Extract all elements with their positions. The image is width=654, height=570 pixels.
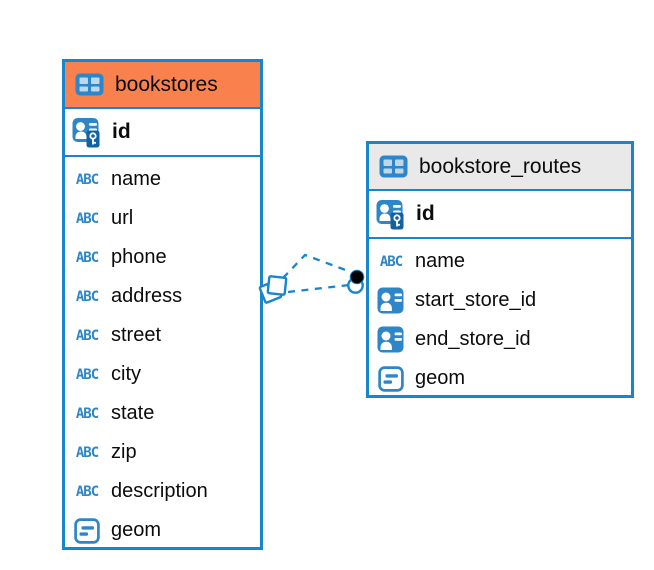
column-name: street	[111, 324, 162, 346]
column-name: end_store_id	[415, 328, 531, 350]
entity-table-bookstores[interactable]: bookstores id ABC	[62, 59, 263, 550]
table-icon	[377, 155, 409, 178]
column-name: geom	[415, 367, 466, 389]
column-row[interactable]: start_store_id	[369, 281, 631, 320]
column-row[interactable]: ABC state	[65, 394, 260, 433]
relation-dot-marker[interactable]	[347, 269, 365, 294]
column-name: name	[111, 168, 162, 190]
column-name: start_store_id	[415, 289, 537, 311]
table-header-bookstore-routes[interactable]: bookstore_routes	[369, 144, 631, 191]
column-name: geom	[111, 519, 162, 541]
text-column-icon: ABC	[75, 210, 99, 227]
column-name: zip	[111, 441, 137, 463]
column-row-pk[interactable]: id	[369, 191, 631, 239]
relation-line-straight[interactable]	[287, 283, 350, 294]
reference-column-icon	[375, 287, 407, 315]
column-row[interactable]: ABC address	[65, 277, 260, 316]
primary-key-icon	[71, 117, 103, 148]
column-name: id	[112, 120, 131, 143]
column-name: id	[416, 202, 435, 225]
text-column-icon: ABC	[75, 366, 99, 383]
column-name: state	[111, 402, 155, 424]
relation-line-bent[interactable]	[282, 253, 352, 279]
column-name: phone	[111, 246, 167, 268]
column-row[interactable]: ABC phone	[65, 238, 260, 277]
column-row[interactable]: end_store_id	[369, 320, 631, 359]
table-title: bookstores	[115, 72, 218, 96]
text-column-icon: ABC	[75, 249, 99, 266]
column-row[interactable]: ABC zip	[65, 433, 260, 472]
geometry-column-icon	[375, 365, 407, 392]
column-row[interactable]: geom	[65, 511, 260, 550]
column-row-pk[interactable]: id	[65, 109, 260, 157]
reference-column-icon	[375, 326, 407, 354]
table-icon	[73, 73, 105, 96]
geometry-column-icon	[71, 517, 103, 544]
text-column-icon: ABC	[75, 405, 99, 422]
column-row[interactable]: ABC name	[369, 242, 631, 281]
text-column-icon: ABC	[75, 444, 99, 461]
text-column-icon: ABC	[75, 288, 99, 305]
column-name: address	[111, 285, 183, 307]
column-row[interactable]: ABC street	[65, 316, 260, 355]
entity-table-bookstore-routes[interactable]: bookstore_routes id ABC	[366, 141, 634, 398]
column-row[interactable]: ABC city	[65, 355, 260, 394]
column-row[interactable]: ABC name	[65, 160, 260, 199]
column-list: ABC name start_store_id	[369, 239, 631, 398]
column-name: name	[415, 250, 466, 272]
text-column-icon: ABC	[75, 171, 99, 188]
text-column-icon: ABC	[75, 327, 99, 344]
column-name: description	[111, 480, 208, 502]
column-row[interactable]: ABC url	[65, 199, 260, 238]
column-name: url	[111, 207, 134, 229]
table-title: bookstore_routes	[419, 154, 582, 178]
column-name: city	[111, 363, 141, 385]
column-list: ABC name ABC url ABC phone ABC address A…	[65, 157, 260, 550]
table-header-bookstores[interactable]: bookstores	[65, 62, 260, 109]
text-column-icon: ABC	[379, 253, 403, 270]
column-row[interactable]: geom	[369, 359, 631, 398]
primary-key-icon	[375, 199, 407, 230]
relation-squares-marker[interactable]	[258, 275, 288, 304]
text-column-icon: ABC	[75, 483, 99, 500]
column-row[interactable]: ABC description	[65, 472, 260, 511]
